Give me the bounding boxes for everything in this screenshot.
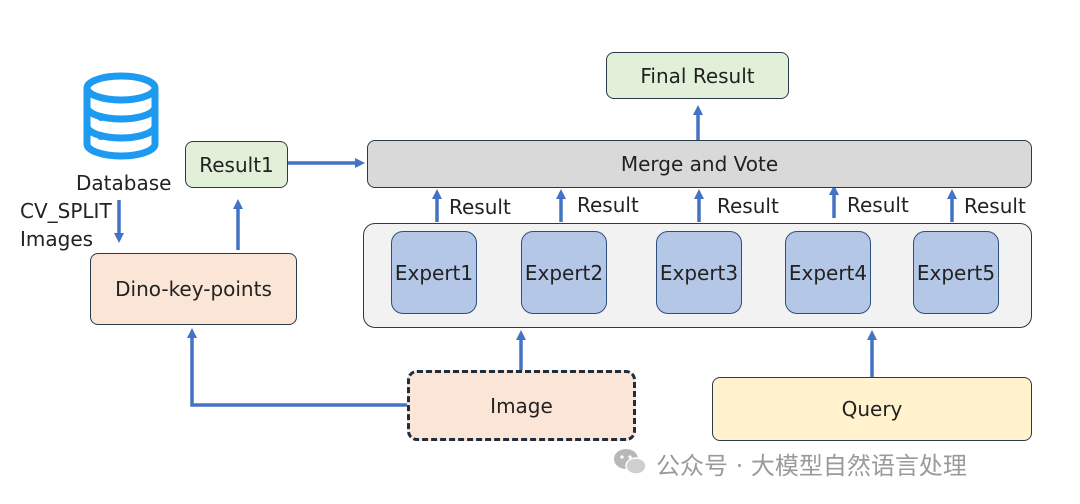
expert5-result-label: Result	[964, 194, 1026, 218]
merge-and-vote-box: Merge and Vote	[367, 140, 1032, 188]
final-result-label: Final Result	[640, 63, 755, 88]
images-label: Images	[20, 227, 94, 251]
expert3-box: Expert3	[656, 231, 742, 314]
watermark-text: 公众号 · 大模型自然语言处理	[656, 452, 967, 480]
cv-split-label: CV_SPLIT	[20, 199, 112, 223]
query-box: Query	[712, 377, 1032, 441]
wechat-icon	[614, 449, 647, 475]
result1-box: Result1	[185, 141, 288, 188]
dino-key-points-box: Dino-key-points	[90, 253, 297, 325]
expert2-box: Expert2	[521, 231, 607, 314]
expert2-result-label: Result	[577, 193, 639, 217]
expert5-box: Expert5	[913, 231, 999, 314]
expert5-label: Expert5	[916, 260, 996, 285]
expert1-label: Expert1	[394, 260, 474, 285]
expert1-box: Expert1	[391, 231, 477, 314]
expert4-result-label: Result	[847, 193, 909, 217]
expert4-box: Expert4	[785, 231, 871, 314]
expert2-label: Expert2	[524, 260, 604, 285]
database-label: Database	[76, 171, 172, 195]
expert4-label: Expert4	[788, 260, 868, 285]
dino-key-points-label: Dino-key-points	[115, 277, 272, 301]
database-icon	[83, 72, 159, 160]
query-label: Query	[841, 397, 903, 421]
arrow-image-to-dino	[187, 328, 407, 407]
image-label: Image	[490, 393, 553, 418]
image-box: Image	[407, 370, 636, 441]
expert1-result-label: Result	[449, 195, 511, 219]
result1-label: Result1	[199, 152, 274, 177]
expert3-label: Expert3	[659, 260, 739, 285]
merge-and-vote-label: Merge and Vote	[620, 152, 779, 176]
final-result-box: Final Result	[606, 52, 789, 99]
expert3-result-label: Result	[717, 194, 779, 218]
